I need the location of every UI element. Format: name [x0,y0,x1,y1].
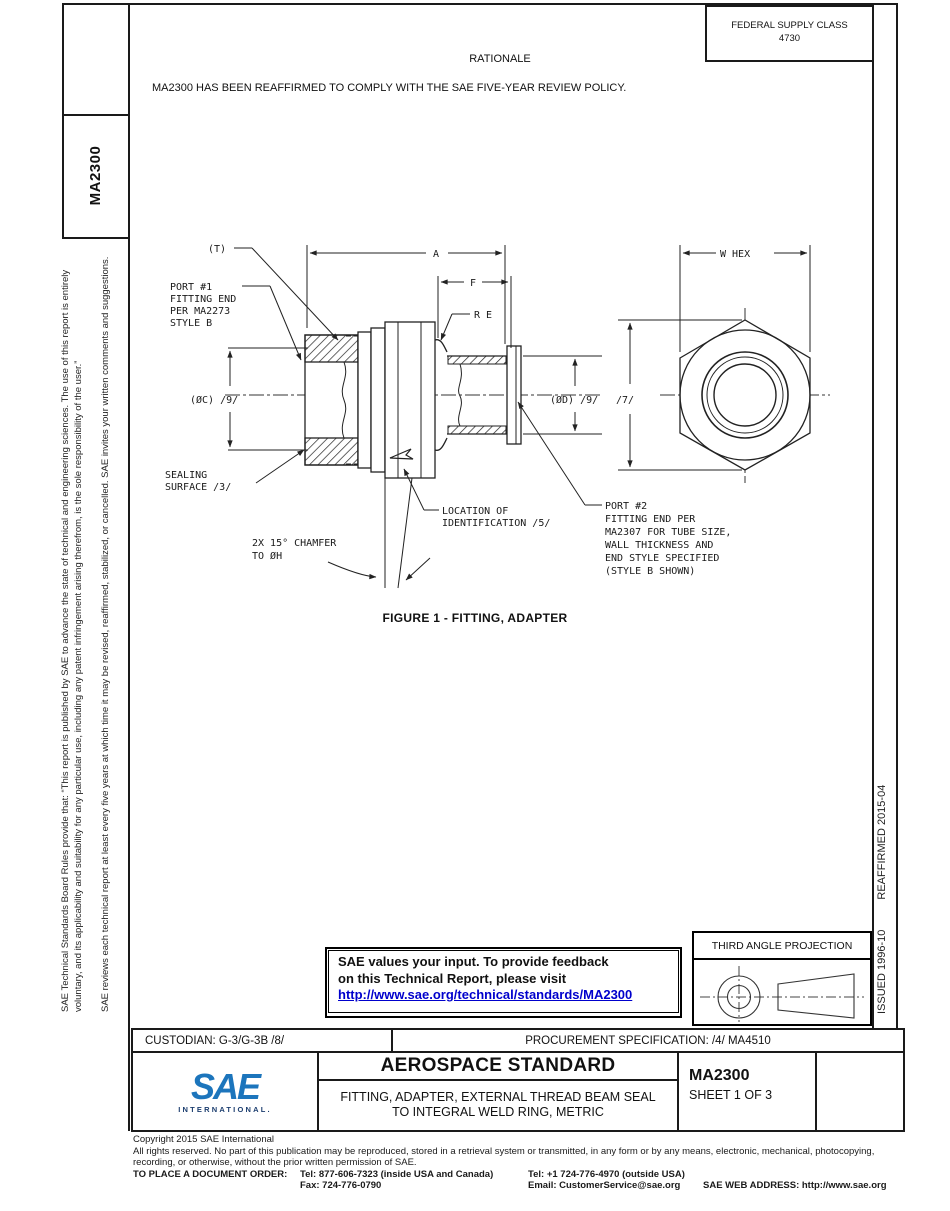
doc-number: MA2300 [689,1067,750,1084]
svg-text:WALL THICKNESS AND: WALL THICKNESS AND [605,540,713,551]
document-title-line-1: FITTING, ADAPTER, EXTERNAL THREAD BEAM S… [340,1090,656,1104]
title-block-divider-1 [317,1053,319,1130]
svg-text:STYLE B: STYLE B [170,318,212,329]
label-dim-a: A [433,249,439,260]
label-seven: /7/ [616,395,634,406]
label-chamfer: 2X 15° CHAMFER TO ØH [252,538,337,562]
label-t: (T) [208,244,226,255]
label-location-identification: LOCATION OF IDENTIFICATION /5/ [442,506,550,529]
svg-text:SURFACE /3/: SURFACE /3/ [165,482,231,493]
frame-right-outer-line [896,3,898,1028]
custodian-row: CUSTODIAN: G-3/G-3B /8/ PROCUREMENT SPEC… [131,1028,905,1053]
custodian-divider [391,1030,393,1051]
sae-logo-international: INTERNATIONAL. [178,1104,272,1114]
label-dia-c: (ØC) /9/ [190,394,238,406]
frame-left-outer-line [62,3,64,238]
figure-caption: FIGURE 1 - FITTING, ADAPTER [382,611,568,625]
figure-drawing: (T) A F R E W HEX (ØC) /9/ (ØD) /9/ /7/ … [165,244,830,589]
feedback-line-2: on this Technical Report, please visit [338,970,567,986]
dimension-lines [227,245,811,471]
feedback-box: SAE values your input. To provide feedba… [325,947,682,1018]
label-port1: PORT #1 FITTING END PER MA2273 STYLE B [170,282,236,329]
third-angle-projection-box: THIRD ANGLE PROJECTION [692,931,872,1026]
svg-text:FITTING END PER: FITTING END PER [605,514,696,525]
tel-inside: Tel: 877-606-7323 (inside USA and Canada… [300,1168,494,1180]
label-re: R E [474,310,492,321]
leader-lines [234,247,602,581]
svg-text:IDENTIFICATION /5/: IDENTIFICATION /5/ [442,518,550,529]
svg-text:PER MA2273: PER MA2273 [170,306,230,317]
web-address: SAE WEB ADDRESS: http://www.sae.org [703,1180,887,1191]
svg-text:END STYLE SPECIFIED: END STYLE SPECIFIED [605,553,719,564]
sae-logo: SAE [191,1068,261,1104]
third-angle-projection-symbol [700,966,864,1022]
issued-date: ISSUED 1996-10 [876,929,888,1014]
rationale-body: MA2300 HAS BEEN REAFFIRMED TO COMPLY WIT… [152,82,627,94]
fax: Fax: 724-776-0790 [300,1180,382,1191]
rationale-heading: RATIONALE [469,53,531,65]
standard-type-title: AEROSPACE STANDARD [319,1053,677,1081]
title-block-divider-2 [677,1053,679,1130]
issued-reaffirmed-text: ISSUED 1996-10 REAFFIRMED 2015-04 [876,714,896,1014]
title-cell: AEROSPACE STANDARD FITTING, ADAPTER, EXT… [319,1053,677,1130]
label-dim-f: F [470,278,476,289]
feedback-line-1: SAE values your input. To provide feedba… [338,954,609,969]
title-block: SAE INTERNATIONAL. AEROSPACE STANDARD FI… [131,1051,905,1132]
copyright-line-3: recording, or otherwise, without the pri… [133,1157,417,1168]
copyright-line-1: Copyright 2015 SAE International [133,1134,275,1145]
svg-text:SEALING: SEALING [165,470,207,481]
svg-text:FITTING END: FITTING END [170,294,236,305]
third-angle-projection-title: THIRD ANGLE PROJECTION [694,933,870,960]
fitting-side-view [304,321,522,589]
copyright-block: Copyright 2015 SAE International All rig… [133,1134,923,1192]
federal-supply-class-box: FEDERAL SUPPLY CLASS 4730 [705,5,874,62]
sidebar-notice-2: SAE reviews each technical report at lea… [100,256,111,1012]
svg-text:(STYLE B SHOWN): (STYLE B SHOWN) [605,566,695,577]
label-sealing-surface: SEALING SURFACE /3/ [165,470,231,493]
label-dia-d: (ØD) /9/ [550,394,598,406]
document-title-line-2: TO INTEGRAL WELD RING, METRIC [392,1105,604,1119]
title-block-divider-3 [815,1053,817,1130]
frame-left-inner-line [128,3,130,1131]
sidebar-box-divider-2 [62,237,130,239]
sae-logo-cell: SAE INTERNATIONAL. [133,1053,317,1130]
copyright-line-2: All rights reserved. No part of this pub… [133,1145,875,1157]
federal-supply-class-value: 4730 [778,33,801,44]
label-port2: PORT #2 FITTING END PER MA2307 FOR TUBE … [605,501,731,577]
svg-text:MA2307 FOR TUBE SIZE,: MA2307 FOR TUBE SIZE, [605,527,731,538]
tel-outside: Tel: +1 724-776-4970 (outside USA) [528,1168,685,1180]
feedback-link[interactable]: http://www.sae.org/technical/standards/M… [338,987,633,1002]
svg-text:PORT #1: PORT #1 [170,282,212,293]
federal-supply-class-label: FEDERAL SUPPLY CLASS [731,20,848,31]
identification-flag-icon [389,448,414,460]
svg-text:2X 15° CHAMFER: 2X 15° CHAMFER [252,538,337,549]
frame-top-line [62,3,897,5]
svg-text:TO ØH: TO ØH [252,550,282,562]
order-label: TO PLACE A DOCUMENT ORDER: [133,1168,288,1180]
svg-text:PORT #2: PORT #2 [605,501,647,512]
doc-tab-label: MA2300 [86,145,104,206]
frame-right-inner-line [872,3,874,1028]
svg-text:LOCATION OF: LOCATION OF [442,506,508,517]
sae-logo-text: SAE [190,1065,261,1107]
sidebar-box-divider-1 [62,114,130,116]
sidebar-notice-1: SAE Technical Standards Board Rules prov… [60,269,84,1012]
reaffirmed-date: REAFFIRMED 2015-04 [876,784,888,900]
label-w-hex: W HEX [720,249,750,260]
procurement-cell: PROCUREMENT SPECIFICATION: /4/ MA4510 [525,1034,771,1047]
doc-tab-ma2300: MA2300 [62,114,128,237]
doc-number-cell: MA2300 SHEET 1 OF 3 [679,1053,815,1130]
sheet-number: SHEET 1 OF 3 [689,1088,773,1102]
title-block-empty-cell [817,1053,903,1130]
email: Email: CustomerService@sae.org [528,1180,681,1191]
custodian-cell: CUSTODIAN: G-3/G-3B /8/ [145,1034,285,1047]
fitting-end-view [679,319,811,471]
